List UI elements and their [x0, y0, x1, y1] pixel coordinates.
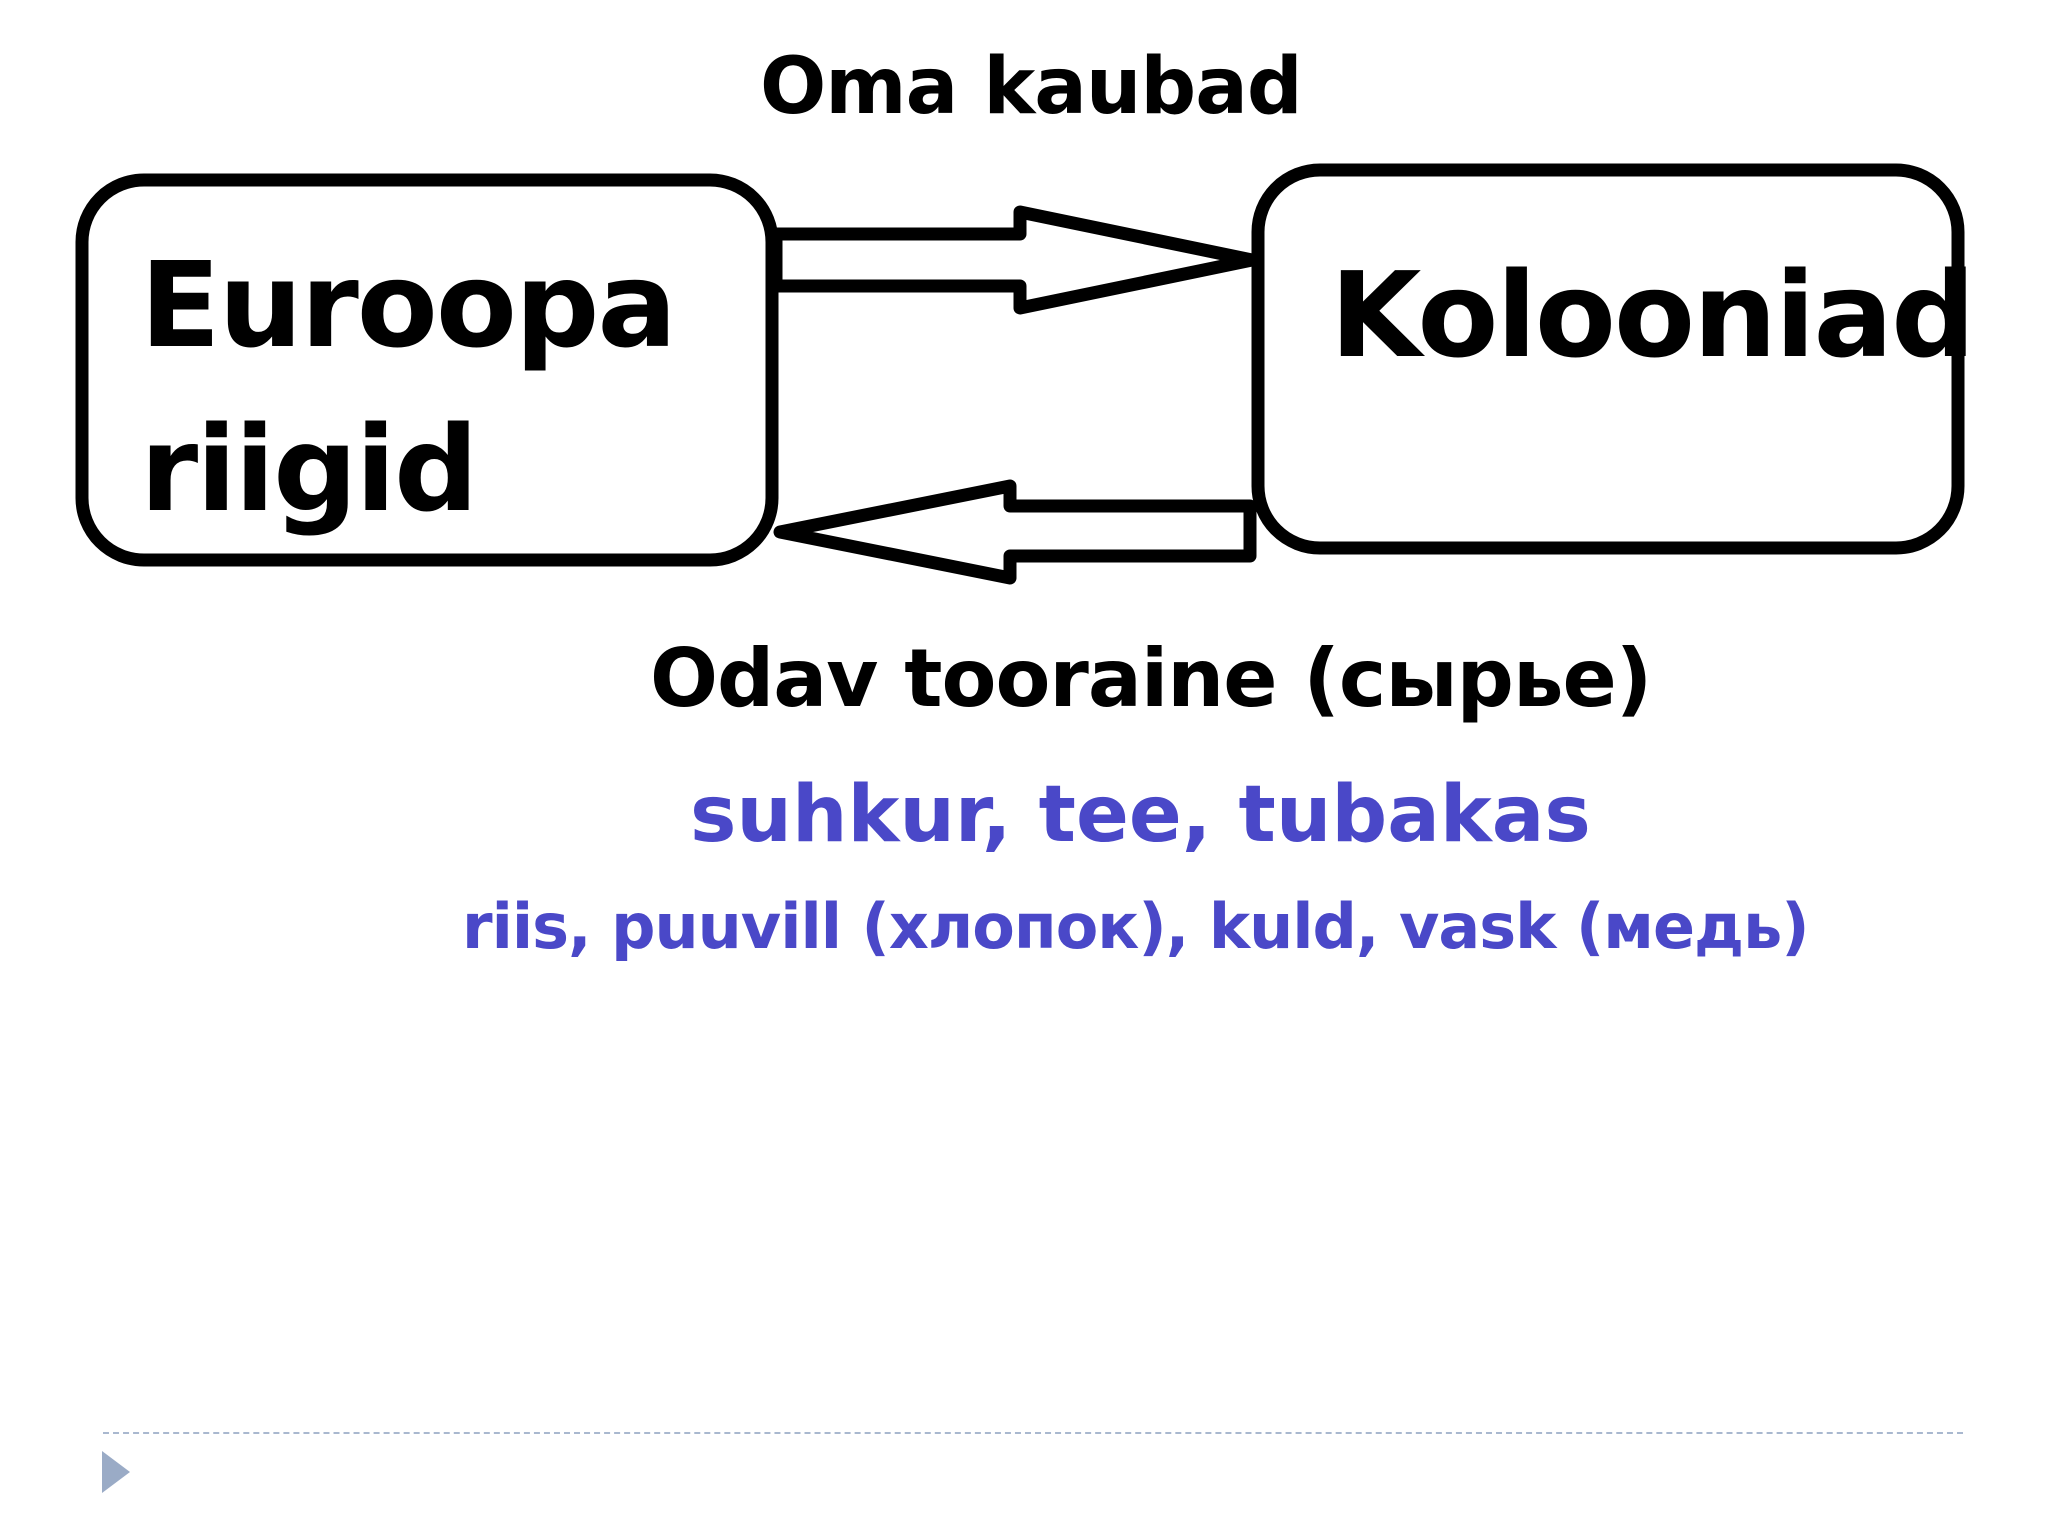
europe-label-line2: riigid	[140, 400, 478, 538]
footer-divider	[103, 1432, 1963, 1434]
goods-list-line1: suhkur, tee, tubakas	[690, 770, 1591, 860]
colonies-box	[1251, 163, 1965, 555]
goods-list-line2: riis, puuvill (хлопок), kuld, vask (медь…	[462, 890, 1810, 963]
bottom-arrow-label: Odav tooraine (сырье)	[650, 632, 1652, 725]
top-arrow-label: Oma kaubad	[760, 42, 1303, 132]
arrow-to-colonies	[769, 205, 1259, 315]
colonies-label: Kolooniad	[1330, 246, 1976, 384]
europe-label-line1: Euroopa	[140, 236, 677, 374]
europe-box	[75, 173, 779, 567]
triangle-right-icon	[102, 1451, 130, 1493]
arrow-to-europe	[773, 479, 1257, 585]
